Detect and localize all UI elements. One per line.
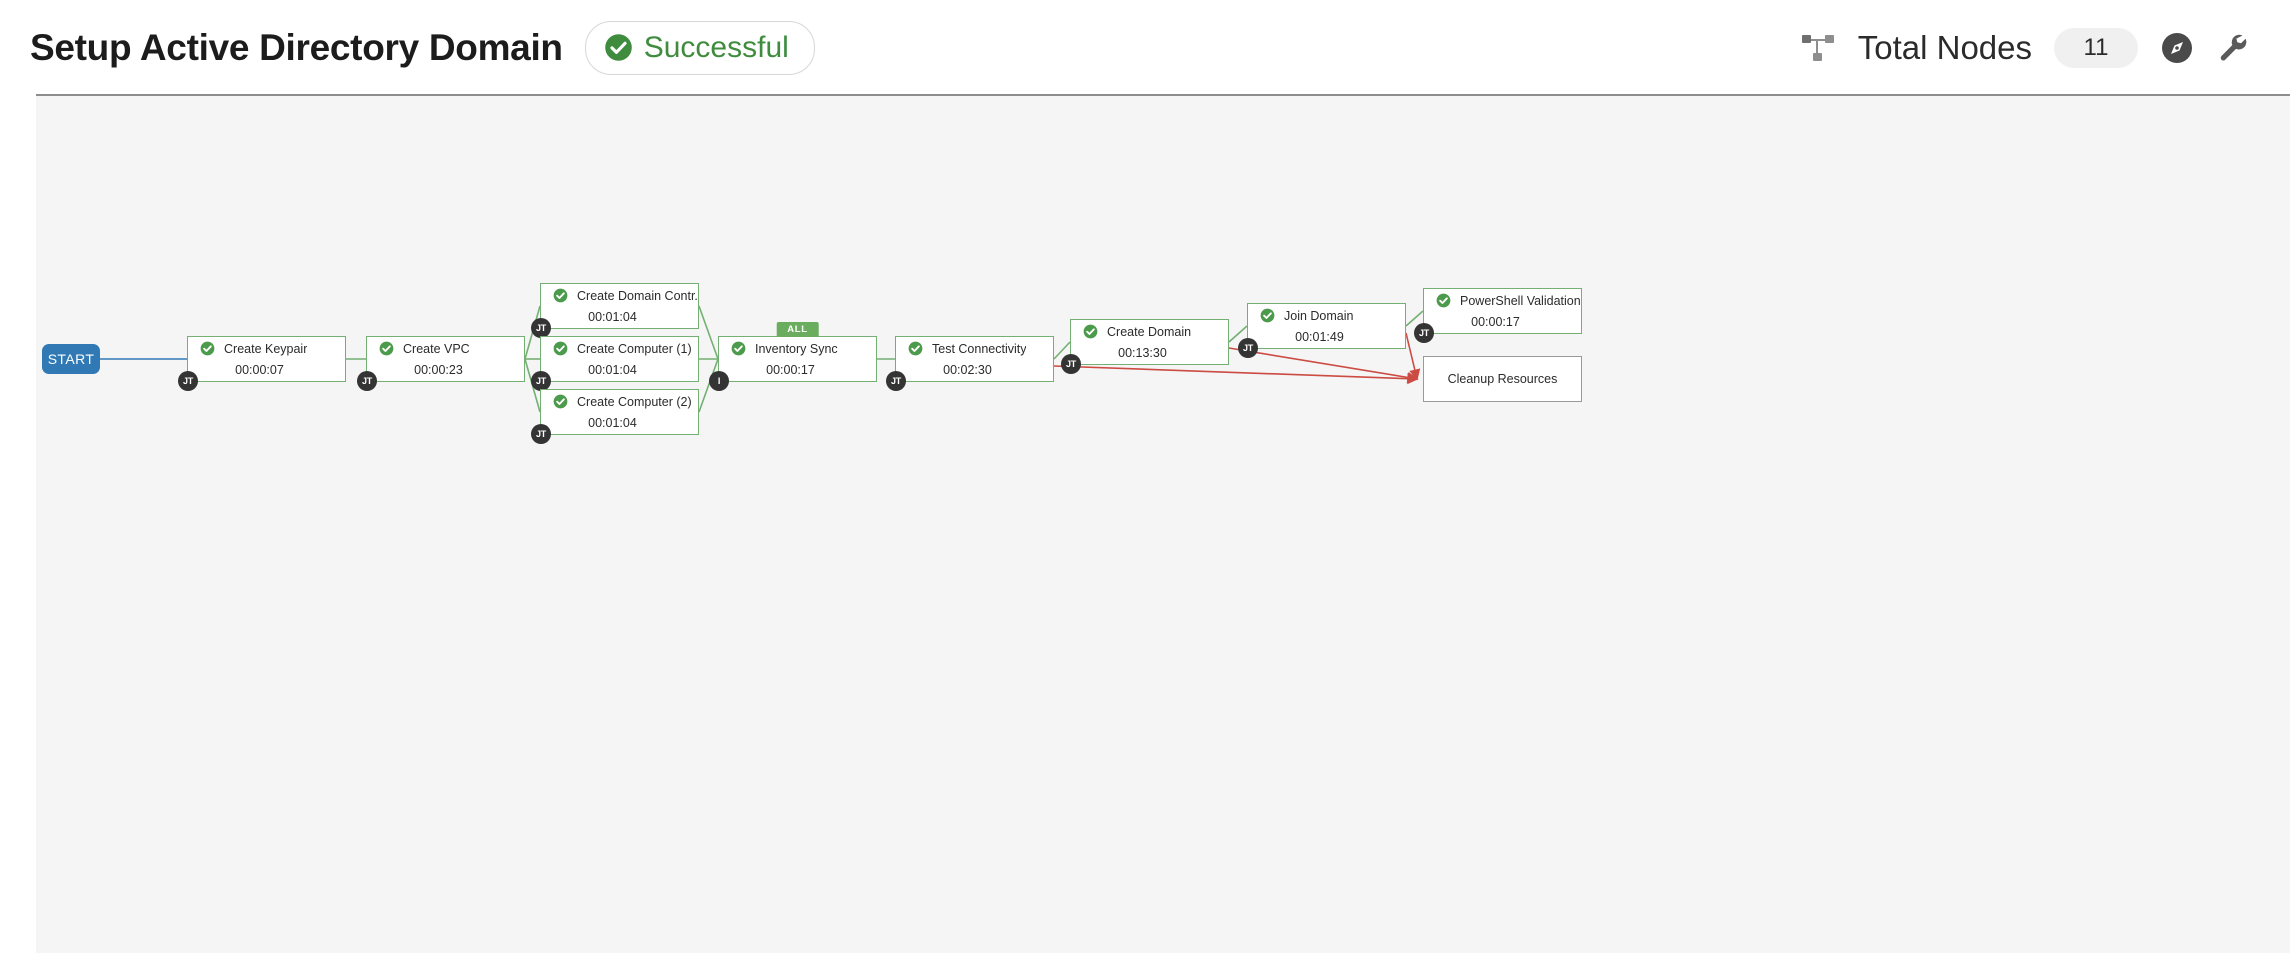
node-duration: 00:02:30 <box>943 363 992 377</box>
node-owner-badge[interactable]: JT <box>357 371 377 391</box>
compass-icon[interactable] <box>2160 31 2194 65</box>
workflow-canvas[interactable]: START Create Keypair 00:00:07 JT Create … <box>36 96 2290 953</box>
node-label: Create Domain Contr... <box>577 288 698 303</box>
check-circle-icon <box>1083 324 1098 339</box>
node-owner-badge[interactable]: I <box>709 371 729 391</box>
node-owner-badge[interactable]: JT <box>1414 323 1434 343</box>
node-create-keypair[interactable]: Create Keypair 00:00:07 JT <box>178 336 346 391</box>
check-circle-icon <box>553 341 568 356</box>
total-nodes-label: Total Nodes <box>1857 28 2032 66</box>
node-title-row: Test Connectivity <box>896 341 1053 356</box>
node-create-computer-1[interactable]: Create Computer (1) 00:01:04 JT <box>531 336 699 391</box>
node-inventory-sync[interactable]: ALL Inventory Sync 00:00:17 I <box>709 322 877 391</box>
node-start[interactable]: START <box>42 344 100 374</box>
status-label: Successful <box>643 30 789 64</box>
node-duration: 00:01:04 <box>588 310 637 324</box>
node-join-domain[interactable]: Join Domain 00:01:49 JT <box>1238 303 1406 358</box>
node-duration: 00:01:49 <box>1295 330 1344 344</box>
check-circle-icon <box>379 341 394 356</box>
node-create-computer-2[interactable]: Create Computer (2) 00:01:04 JT <box>531 389 699 444</box>
node-owner-badge[interactable]: JT <box>531 424 551 444</box>
node-label: PowerShell Validation <box>1460 293 1581 308</box>
check-circle-icon <box>731 341 746 356</box>
node-duration: 00:01:04 <box>588 416 637 430</box>
check-circle-icon <box>908 341 923 356</box>
workflow-edges <box>100 305 1424 413</box>
node-title-row: Create VPC <box>367 341 524 356</box>
check-circle-icon <box>1260 308 1275 323</box>
node-start-label: START <box>47 351 95 367</box>
node-create-domain-controller[interactable]: Create Domain Contr... 00:01:04 JT <box>531 283 699 338</box>
node-label: Create Domain <box>1107 324 1192 339</box>
node-duration: 00:00:07 <box>235 363 284 377</box>
node-test-connectivity[interactable]: Test Connectivity 00:02:30 JT <box>886 336 1054 391</box>
node-cleanup-resources[interactable]: Cleanup Resources <box>1423 356 1582 402</box>
node-owner-badge[interactable]: JT <box>886 371 906 391</box>
check-circle-icon <box>553 288 568 303</box>
node-create-domain[interactable]: Create Domain 00:13:30 JT <box>1061 319 1229 374</box>
node-title-row: Create Domain <box>1071 324 1228 339</box>
node-label: Test Connectivity <box>932 341 1027 356</box>
node-title-row: Create Domain Contr... <box>541 288 698 303</box>
header-divider <box>36 94 2290 96</box>
check-circle-icon <box>200 341 215 356</box>
node-label: Cleanup Resources <box>1447 372 1558 386</box>
app-header: Setup Active Directory Domain Successful… <box>0 0 2290 95</box>
node-owner-badge[interactable]: JT <box>1061 354 1081 374</box>
node-owner-badge[interactable]: JT <box>1238 338 1258 358</box>
node-duration: 00:01:04 <box>588 363 637 377</box>
node-label: Create Keypair <box>224 341 308 356</box>
node-title-row: Inventory Sync <box>719 341 876 356</box>
header-left-group: Setup Active Directory Domain Successful <box>0 20 815 75</box>
node-duration: 00:00:23 <box>414 363 463 377</box>
total-nodes-count: 11 <box>2054 27 2138 68</box>
node-label: Create Computer (1) <box>577 341 692 356</box>
node-duration: 00:13:30 <box>1118 346 1167 360</box>
node-owner-badge[interactable]: JT <box>178 371 198 391</box>
node-powershell-validation[interactable]: PowerShell Validation 00:00:17 JT <box>1414 288 1582 343</box>
node-duration: 00:00:17 <box>766 363 815 377</box>
page-title: Setup Active Directory Domain <box>30 26 563 68</box>
node-title-row: Create Keypair <box>188 341 345 356</box>
check-circle-icon <box>604 34 632 61</box>
node-title-row: Join Domain <box>1248 308 1405 323</box>
sitemap-icon[interactable] <box>1801 33 1836 63</box>
node-label: Join Domain <box>1284 308 1354 323</box>
node-label: Inventory Sync <box>755 341 838 356</box>
node-title-row: PowerShell Validation <box>1424 293 1581 308</box>
node-create-vpc[interactable]: Create VPC 00:00:23 JT <box>357 336 525 391</box>
header-right-group: Total Nodes 11 <box>1801 27 2290 68</box>
node-owner-badge[interactable]: JT <box>531 371 551 391</box>
wrench-icon[interactable] <box>2216 31 2250 65</box>
node-duration: 00:00:17 <box>1471 315 1520 329</box>
check-circle-icon <box>553 394 568 409</box>
node-title-row: Create Computer (1) <box>541 341 698 356</box>
node-label: Create Computer (2) <box>577 394 692 409</box>
node-title-row: Create Computer (2) <box>541 394 698 409</box>
check-circle-icon <box>1436 293 1451 308</box>
status-badge: Successful <box>584 20 815 75</box>
node-label: Create VPC <box>403 341 470 356</box>
node-owner-badge[interactable]: JT <box>531 318 551 338</box>
node-scope-chip: ALL <box>776 322 819 337</box>
